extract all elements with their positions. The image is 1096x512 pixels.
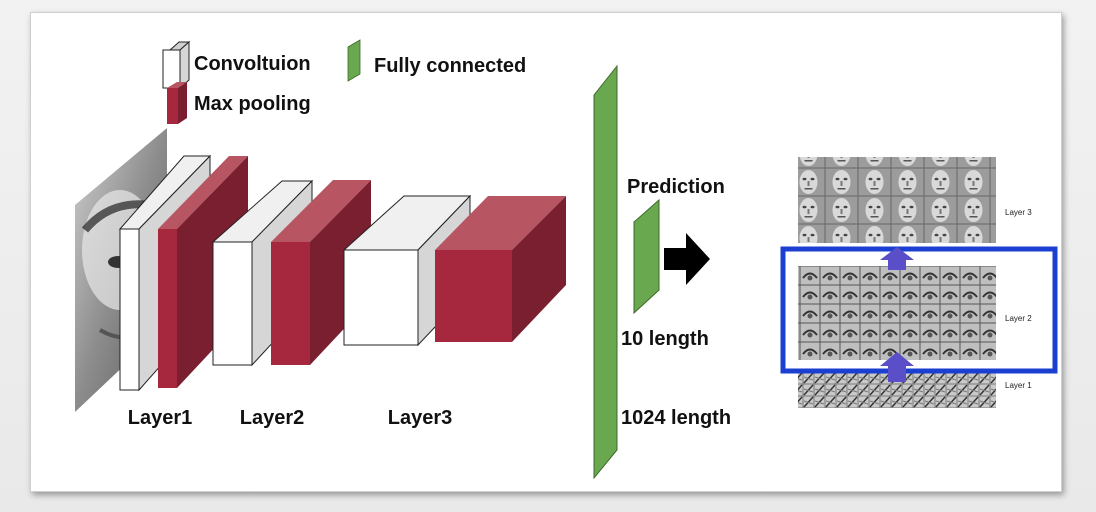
layer2-highlight-box [780,246,1058,374]
arrow-up-icon-lower [880,352,914,382]
layer1-label: Layer1 [128,407,193,429]
legend-fully-connected-swatch [347,39,361,82]
prediction-title: Prediction [627,176,725,198]
legend: Convoltuion Max pooling Fully connected [162,39,526,124]
layer3-max-pooling-block [435,196,566,342]
fc-length-label: 1024 length [621,407,731,429]
feature-layer2-label: Layer 2 [1005,314,1032,323]
layer2-label: Layer2 [240,407,305,429]
legend-convolution-label: Convoltuion [194,53,311,75]
feature-layer3-faces [798,157,996,243]
layer2-max-pooling-block [271,180,371,365]
legend-convolution-swatch [162,40,191,90]
arrow-up-icon-upper [880,247,914,270]
feature-layer2-parts [798,266,996,360]
prediction-output-layer [633,198,660,315]
legend-max-pooling-label: Max pooling [194,93,311,115]
legend-max-pooling-swatch [167,82,187,124]
layer3-label: Layer3 [388,407,453,429]
arrow-right-icon [664,233,710,285]
legend-fully-connected-label: Fully connected [374,55,526,77]
output-length-label: 10 length [621,328,709,350]
feature-layer3-label: Layer 3 [1005,208,1032,217]
feature-layer1-label: Layer 1 [1005,381,1032,390]
fully-connected-layer [593,64,618,480]
